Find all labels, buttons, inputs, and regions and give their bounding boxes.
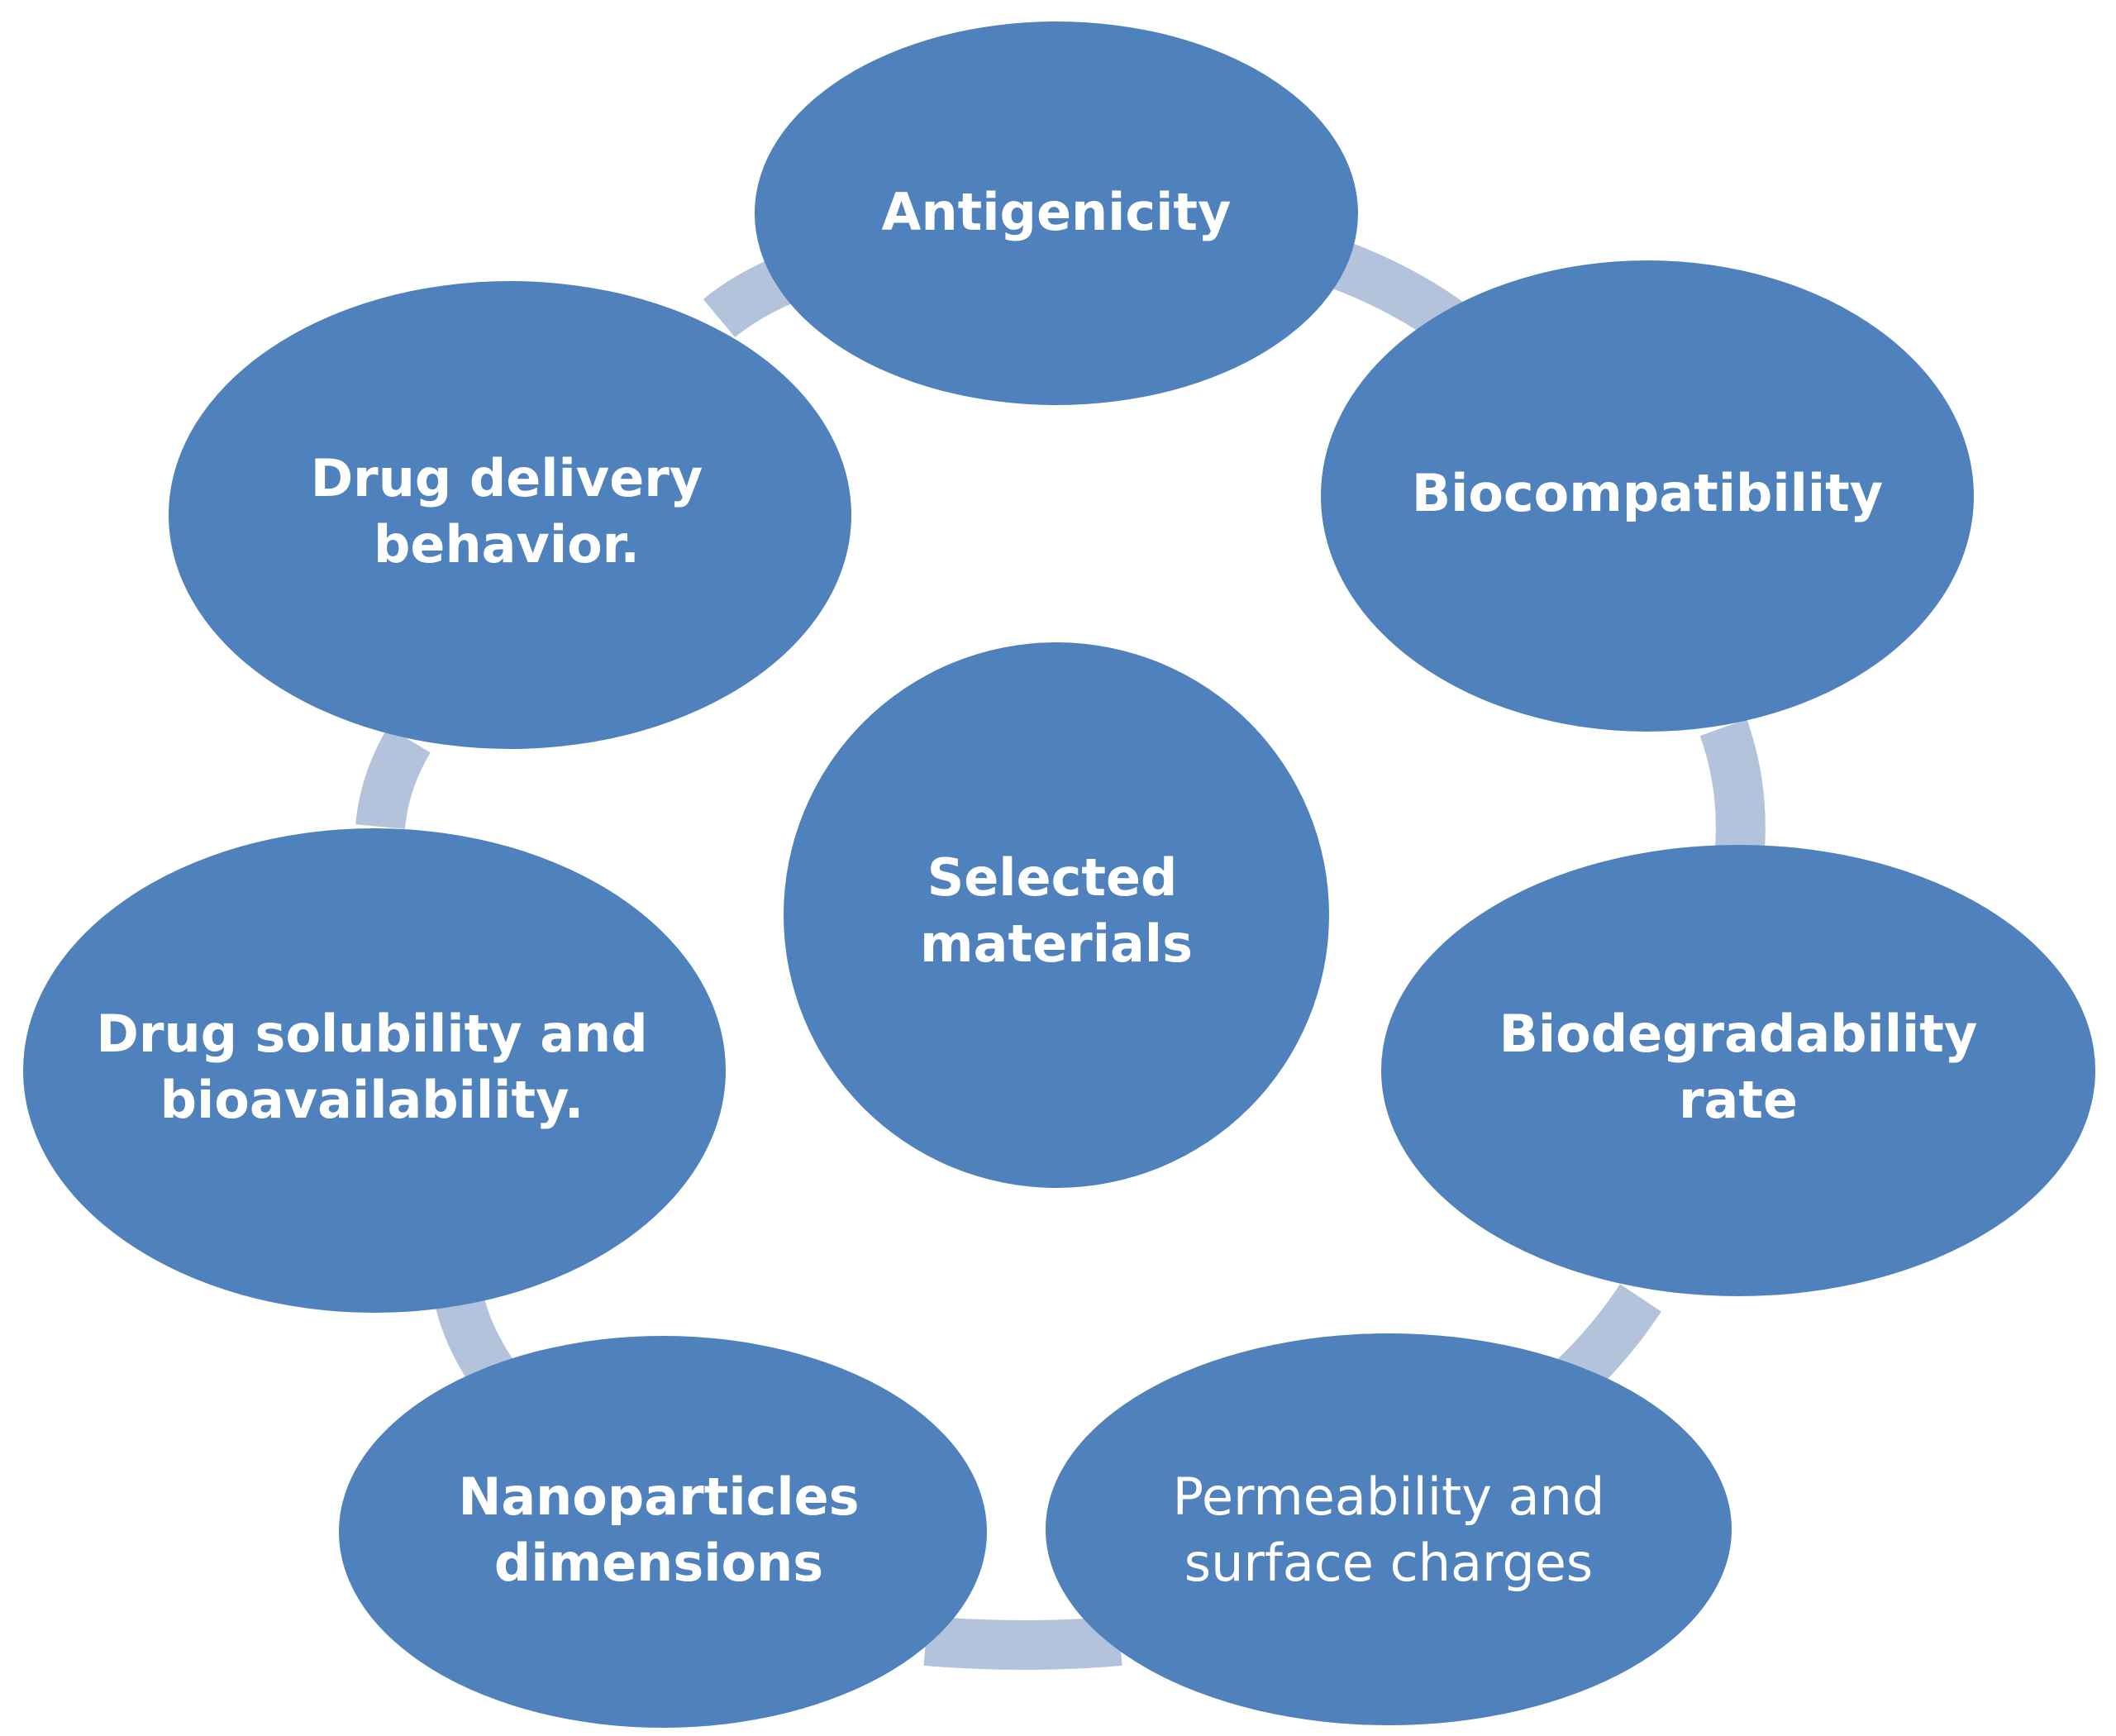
connector-delivery-antigenicity — [703, 258, 792, 338]
node-antigenicity — [755, 21, 1358, 405]
label-solubility-line2: bioavailability. — [160, 1070, 584, 1130]
node-solubility — [23, 828, 726, 1313]
connector-nanoparticles-solubility — [434, 1291, 513, 1386]
label-nanoparticles-line2: dimensions — [494, 1533, 823, 1593]
node-biocompatibility — [1321, 260, 1974, 732]
node-permeability — [1046, 1333, 1732, 1725]
label-permeability-line2: surface charges — [1184, 1533, 1593, 1593]
label-nanoparticles-line1: Nanoparticles — [458, 1467, 859, 1527]
connector-biocompatibility-biodegradability — [1699, 718, 1766, 849]
label-permeability-line1: Permeability and — [1173, 1467, 1605, 1527]
label-biodegradability-line2: rate — [1679, 1070, 1798, 1130]
label-biodegradability-line1: Biodegradability — [1499, 1004, 1978, 1064]
connector-permeability-nanoparticles — [923, 1616, 1122, 1670]
label-center-line1: Selected — [927, 847, 1178, 908]
label-delivery-line1: Drug delivery — [311, 448, 703, 508]
node-nanoparticles — [339, 1336, 987, 1728]
label-biocompatibility: Biocompatibility — [1412, 463, 1883, 523]
connector-solubility-delivery — [355, 727, 431, 830]
node-biodegradability — [1381, 845, 2095, 1296]
node-delivery — [169, 281, 851, 749]
label-center-line2: materials — [920, 913, 1193, 974]
label-delivery-line2: behavior. — [374, 514, 640, 575]
label-antigenicity: Antigenicity — [882, 182, 1232, 242]
label-solubility-line1: Drug solubility and — [96, 1004, 647, 1064]
node-center — [784, 642, 1329, 1188]
